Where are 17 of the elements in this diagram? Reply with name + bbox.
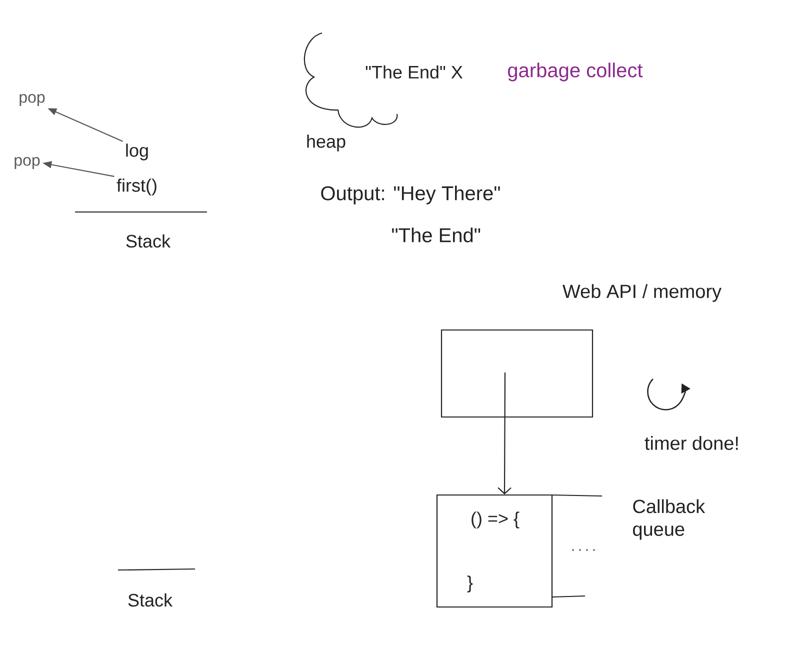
queue-box: () => { } bbox=[436, 494, 553, 608]
output-text: "The End" bbox=[392, 228, 480, 242]
heap-item: "The End" X bbox=[366, 65, 463, 79]
action-label: pop bbox=[14, 157, 40, 169]
stack-entry: first() bbox=[116, 178, 156, 196]
area-label: Callback queue bbox=[633, 499, 706, 540]
web-api-box bbox=[440, 329, 594, 418]
heap-label: heap bbox=[307, 134, 346, 152]
stack-entry: log bbox=[126, 144, 148, 160]
annotation-text: timer done! bbox=[644, 436, 738, 450]
stack-label: Stack bbox=[128, 593, 173, 607]
annotation-text: garbage collect bbox=[508, 62, 643, 82]
action-label: pop bbox=[20, 94, 45, 106]
stack-label: Stack bbox=[126, 234, 171, 248]
area-label: Web API / memory bbox=[562, 284, 722, 302]
arrow bbox=[498, 372, 512, 494]
output-text: Output: "Hey There" bbox=[321, 186, 500, 204]
